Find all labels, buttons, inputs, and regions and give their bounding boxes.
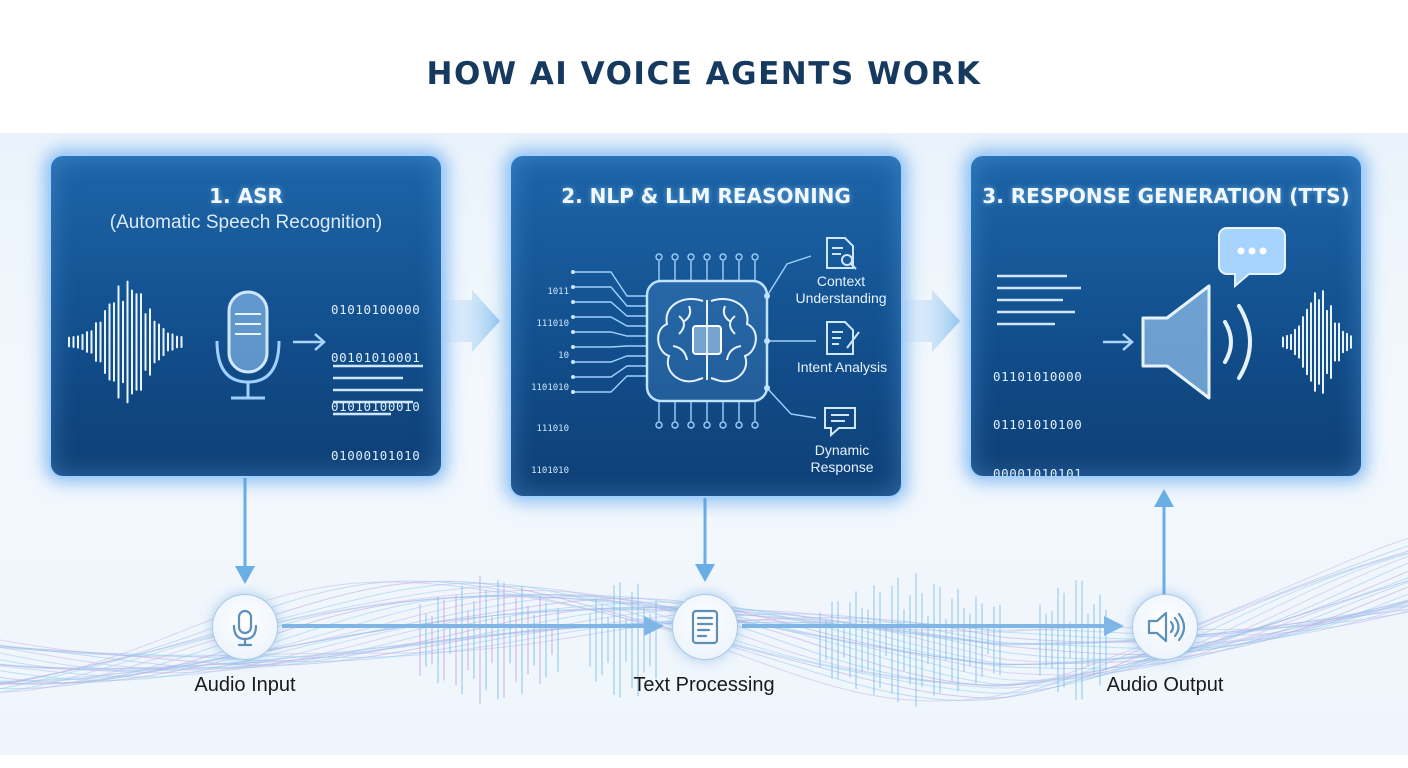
- step-asr-panel: 1. ASR (Automatic Speech Recognition) 01…: [49, 154, 443, 478]
- text-processing-node: [672, 594, 738, 660]
- arrow-panel2-down: [695, 497, 715, 582]
- arrow-flow-2: [742, 616, 1124, 636]
- step-asr-subtitle: (Automatic Speech Recognition): [109, 212, 383, 233]
- step-nlp-title: 2. NLP & LLM REASONING: [561, 184, 851, 208]
- brain-chip-icon: [645, 279, 769, 403]
- chat-bubble-icon: [824, 407, 856, 438]
- binary-line: 1011: [547, 287, 569, 298]
- binary-line: 00001010101: [993, 466, 1083, 478]
- audio-output-label: Audio Output: [1106, 674, 1224, 696]
- speaker-icon: [1141, 284, 1252, 400]
- step-nlp-panel: 2. NLP & LLM REASONING 1011 111010 10 11…: [509, 154, 903, 498]
- binary-line: 1101010: [531, 466, 569, 477]
- text-lines-icon: [333, 364, 423, 416]
- microphone-icon: [232, 609, 258, 647]
- binary-line: 1101010: [531, 382, 569, 393]
- text-processing-label: Text Processing: [633, 674, 775, 696]
- audio-output-node: [1132, 594, 1198, 660]
- document-search-icon: [826, 237, 857, 270]
- binary-block: 01010100000 00101010001 01010100010 0100…: [331, 269, 421, 476]
- speech-bubble-icon: [1218, 227, 1286, 289]
- step-nlp-graphics: [571, 237, 860, 438]
- step-asr-title: 1. ASR: [209, 184, 283, 208]
- binary-line: 01101010100: [993, 417, 1083, 433]
- step-tts-title: 3. RESPONSE GENERATION (TTS): [982, 184, 1350, 208]
- waveform-icon: [68, 280, 183, 404]
- arrow-right-icon: [293, 333, 326, 351]
- feature-response-label: Dynamic Response: [810, 442, 874, 475]
- circuit-traces: [571, 253, 817, 429]
- speaker-icon: [1147, 611, 1186, 643]
- binary-line: 111010: [536, 318, 569, 329]
- arrow-panel2-to-panel3: [902, 290, 960, 352]
- binary-stream: 1011 111010 10 1101010 111010 1101010 11…: [521, 266, 569, 496]
- arrow-panel1-down: [235, 478, 255, 584]
- binary-line: 01101010000: [993, 368, 1083, 384]
- step-tts-panel: 3. RESPONSE GENERATION (TTS) 01101010000…: [969, 154, 1363, 478]
- audio-input-label: Audio Input: [194, 674, 296, 696]
- step-tts-graphics: [997, 227, 1352, 400]
- text-lines-icon: [997, 274, 1081, 326]
- binary-line: 01010100010: [331, 399, 421, 415]
- binary-line: 10: [558, 350, 569, 361]
- binary-line: 01010100000: [331, 301, 421, 317]
- page-title: HOW AI VOICE AGENTS WORK: [426, 56, 982, 92]
- binary-line: 00101010001: [331, 350, 421, 366]
- step-asr-graphics: [68, 280, 423, 416]
- feature-intent-label: Intent Analysis: [796, 359, 888, 375]
- binary-block: 01101010000 01101010100 00001010101 0001…: [993, 336, 1083, 478]
- arrow-panel1-to-panel2: [442, 290, 500, 352]
- document-icon: [691, 609, 719, 645]
- arrow-up-to-panel3: [1154, 489, 1174, 600]
- waveform-icon: [1282, 290, 1352, 394]
- document-edit-icon: [826, 321, 860, 355]
- feature-context-label: Context Understanding: [795, 273, 887, 306]
- arrow-right-icon: [1103, 333, 1134, 351]
- binary-line: 01000101010: [331, 448, 421, 464]
- arrow-flow-1: [282, 616, 664, 636]
- microphone-icon: [215, 290, 281, 400]
- binary-line: 111010: [536, 424, 569, 435]
- audio-input-node: [212, 594, 278, 660]
- audio-spikes: [419, 573, 1107, 707]
